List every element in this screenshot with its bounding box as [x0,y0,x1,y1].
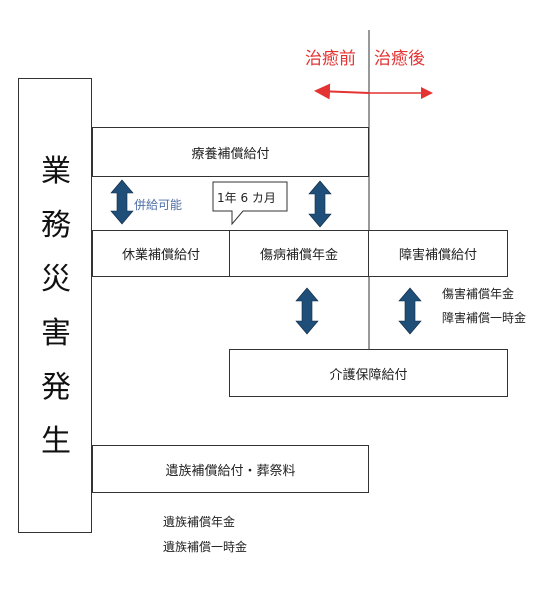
disability-compensation-box: 障害補償給付 [368,230,508,277]
vertical-char: 害 [41,316,71,351]
box-label: 休業補償給付 [121,248,200,263]
survivor-compensation-box: 遺族補償給付・葬祭料 [92,445,369,493]
vertical-char: 災 [41,262,71,297]
box-label: 介護保障給付 [329,367,408,383]
double-arrow-icon [398,287,422,335]
survivor-pension-label: 遺族補償年金 [163,515,236,529]
vertical-char: 業 [41,154,71,189]
vertical-char: 発 [41,370,71,405]
after-cure-label: 治癒後 [374,49,425,69]
disability-lump-sum-label: 障害補償一時金 [442,311,527,325]
box-label: 遺族補償給付・葬祭料 [165,463,296,479]
before-red-arrow [314,83,370,100]
vertical-char: 生 [41,424,71,459]
disability-pension-label: 傷害補償年金 [442,287,515,301]
injury-pension-box: 傷病補償年金 [229,230,369,277]
leave-compensation-box: 休業補償給付 [92,230,230,277]
callout-bubble [212,181,288,226]
medical-compensation-box: 療養補償給付 [92,127,369,177]
box-label: 障害補償給付 [398,248,477,263]
callout-text: 1年 6 カ月 [217,191,276,205]
before-cure-label: 治癒前 [305,49,356,69]
vertical-char: 務 [41,208,71,243]
survivor-lump-sum-label: 遺族補償一時金 [163,540,248,554]
work-accident-box: 業 務 災 害 発 生 [18,78,92,533]
care-benefit-box: 介護保障給付 [229,349,508,397]
double-arrow-icon [110,179,134,225]
box-label: 療養補償給付 [191,146,270,162]
double-arrow-icon [308,180,332,228]
concurrent-label: 併給可能 [134,198,183,212]
double-arrow-icon [295,287,319,335]
box-label: 傷病補償年金 [259,248,338,263]
